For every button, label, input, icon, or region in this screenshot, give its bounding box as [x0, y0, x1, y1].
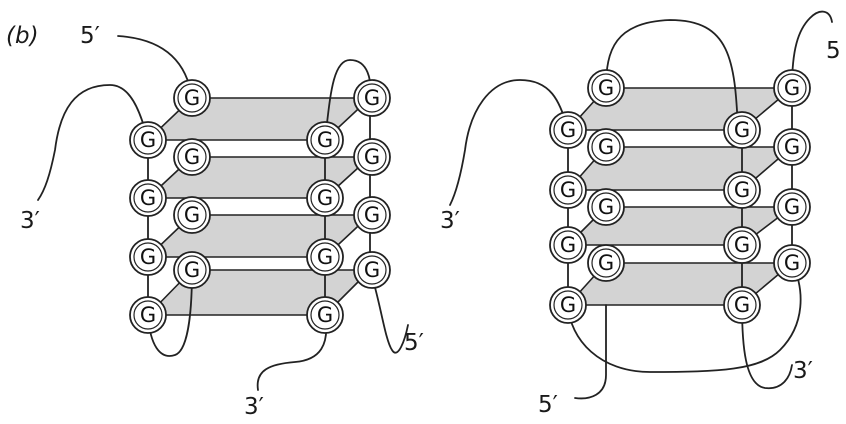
panel-label: (b): [6, 23, 39, 49]
left-g-2: G: [353, 79, 391, 117]
right-g-3: G: [549, 111, 587, 149]
svg-text:G: G: [598, 76, 614, 100]
svg-text:G: G: [598, 135, 614, 159]
svg-text:G: G: [184, 258, 200, 282]
right-g-2: G: [773, 69, 811, 107]
right-tail-3prime-bottom: [741, 304, 793, 390]
right-tail-5prime-bottom: [574, 304, 607, 400]
svg-text:G: G: [734, 293, 750, 317]
svg-text:G: G: [560, 178, 576, 202]
svg-text:G: G: [317, 128, 333, 152]
right-g-14: G: [773, 244, 811, 282]
svg-text:G: G: [560, 293, 576, 317]
svg-text:G: G: [560, 118, 576, 142]
right-g-10: G: [773, 188, 811, 226]
right-label-3prime-left: 3′: [440, 208, 460, 234]
left-g-5: G: [173, 138, 211, 176]
svg-text:G: G: [140, 128, 156, 152]
svg-text:G: G: [364, 258, 380, 282]
left-tail-3prime-bottom: [256, 314, 328, 391]
left-g-7: G: [129, 179, 167, 217]
right-g-12: G: [723, 226, 761, 264]
svg-text:G: G: [184, 86, 200, 110]
right-label-5-top: 5: [826, 38, 841, 64]
svg-text:G: G: [734, 118, 750, 142]
svg-text:G: G: [317, 245, 333, 269]
right-g-5: G: [587, 128, 625, 166]
svg-text:G: G: [317, 303, 333, 327]
left-g-9: G: [173, 196, 211, 234]
svg-text:G: G: [784, 76, 800, 100]
left-g-3: G: [129, 121, 167, 159]
left-quadruplex: G G G G G G G G G G G G G G G G (b) 5′ 3…: [6, 23, 424, 420]
svg-text:G: G: [784, 135, 800, 159]
svg-text:G: G: [364, 203, 380, 227]
left-g-15: G: [129, 296, 167, 334]
right-g-8: G: [723, 171, 761, 209]
right-tail-5prime-top: [791, 10, 833, 89]
right-loop-bottom-big: [567, 262, 802, 373]
right-loop-top-left: [449, 79, 569, 206]
left-g-10: G: [353, 196, 391, 234]
left-loop-bottom-left: [147, 269, 193, 357]
left-g-6: G: [353, 138, 391, 176]
left-label-3prime-bottom: 3′: [244, 394, 264, 419]
left-label-5prime-right: 5′: [404, 330, 424, 356]
left-g-13: G: [173, 251, 211, 289]
svg-text:G: G: [140, 303, 156, 327]
right-label-5prime-bottom: 5′: [538, 392, 558, 418]
right-g-13: G: [587, 244, 625, 282]
svg-text:G: G: [364, 145, 380, 169]
svg-text:G: G: [317, 186, 333, 210]
left-g-12: G: [306, 238, 344, 276]
svg-text:G: G: [364, 86, 380, 110]
svg-text:G: G: [598, 251, 614, 275]
right-g-15: G: [549, 286, 587, 324]
left-g-1: G: [173, 79, 211, 117]
right-g-7: G: [549, 171, 587, 209]
right-g-4: G: [723, 111, 761, 149]
right-g-11: G: [549, 226, 587, 264]
svg-text:G: G: [734, 233, 750, 257]
right-g-16: G: [723, 286, 761, 324]
svg-text:G: G: [784, 195, 800, 219]
right-g-6: G: [773, 128, 811, 166]
left-g-8: G: [306, 179, 344, 217]
left-g-16: G: [306, 296, 344, 334]
right-g-1: G: [587, 69, 625, 107]
svg-text:G: G: [184, 203, 200, 227]
left-g-11: G: [129, 238, 167, 276]
left-label-3prime-left: 3′: [20, 208, 40, 234]
svg-text:G: G: [140, 186, 156, 210]
svg-text:G: G: [598, 195, 614, 219]
svg-text:G: G: [784, 251, 800, 275]
left-g-14: G: [353, 251, 391, 289]
left-loop-right-down: [369, 269, 409, 354]
right-quadruplex: G G G G G G G G G G G G G G G G 5 3′ 5′ …: [440, 10, 841, 418]
right-loop-top-arch: [605, 19, 739, 131]
right-g-9: G: [587, 188, 625, 226]
left-label-5prime-top: 5′: [80, 23, 100, 49]
right-label-3prime-bottom: 3′: [793, 358, 813, 384]
svg-text:G: G: [184, 145, 200, 169]
svg-text:G: G: [560, 233, 576, 257]
svg-text:G: G: [140, 245, 156, 269]
left-g-4: G: [306, 121, 344, 159]
left-loop-top-left: [37, 84, 149, 201]
svg-text:G: G: [734, 178, 750, 202]
